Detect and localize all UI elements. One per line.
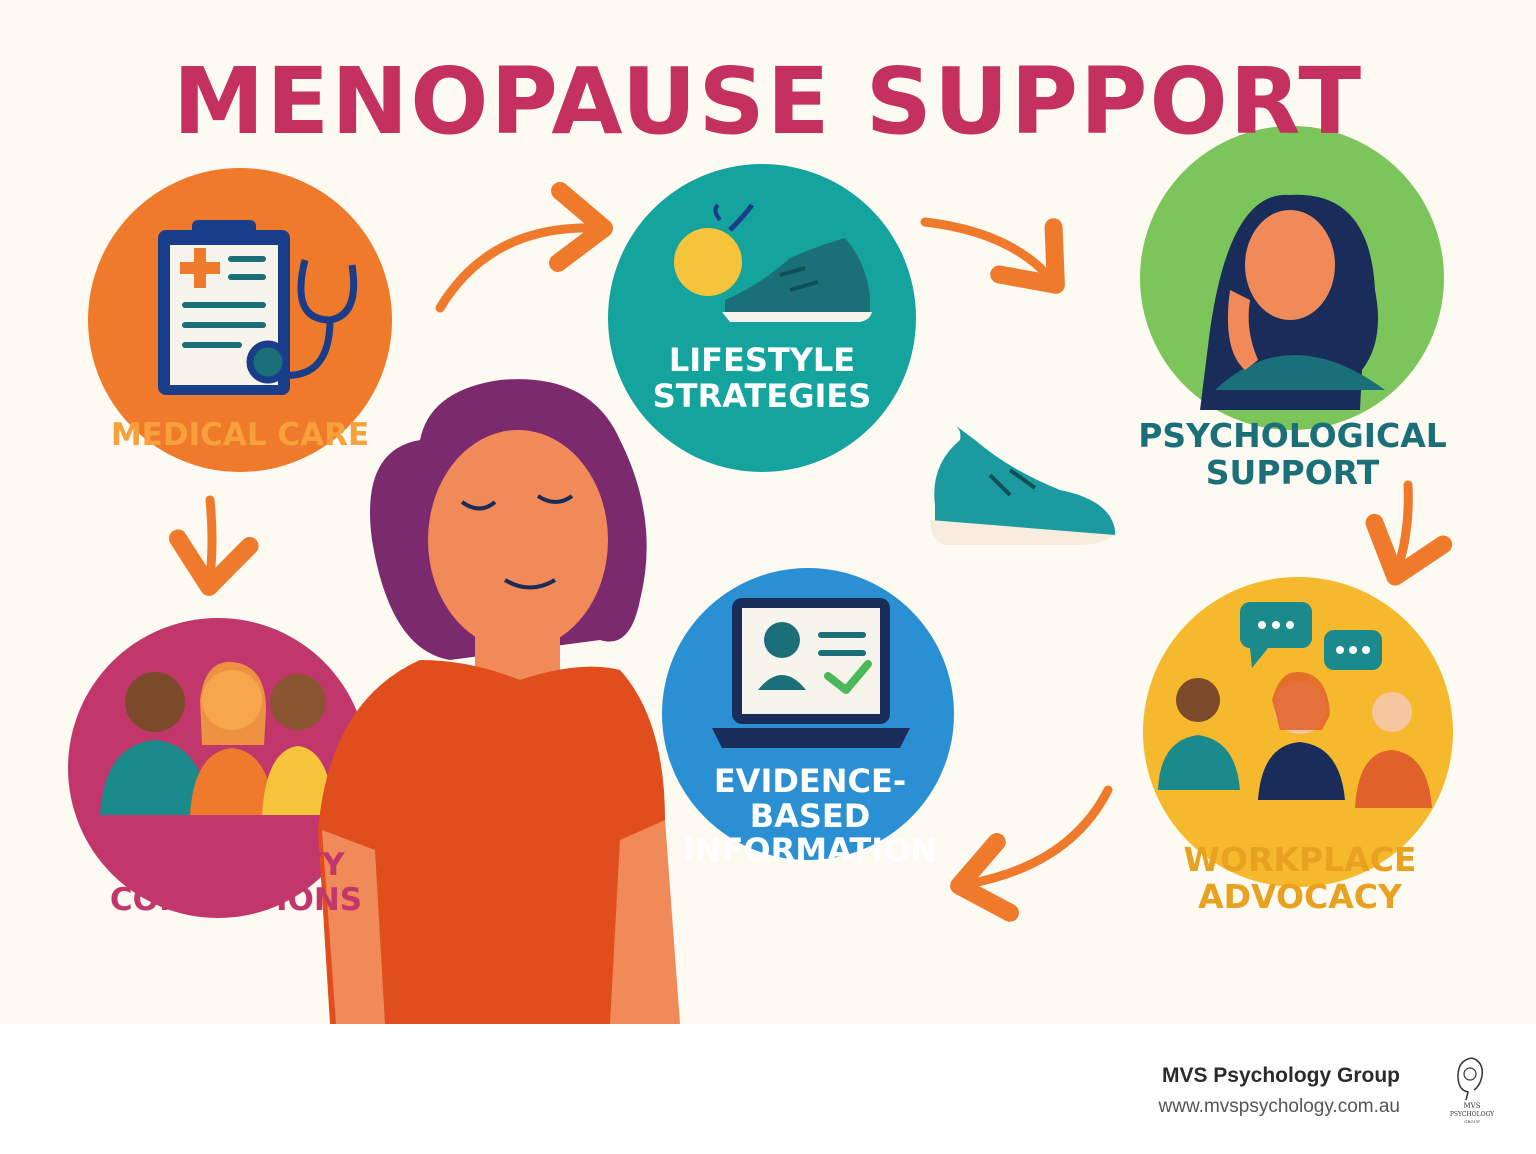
svg-text:GROUP: GROUP: [1464, 1119, 1480, 1124]
flow-arrows: [168, 182, 1453, 922]
arm-left: [322, 830, 385, 1024]
label-evidence-based-information: EVIDENCE- BASED INFORMATION: [682, 762, 938, 870]
poster: MENOPAUSE SUPPORT MEDICAL CARE LIFESTYLE…: [0, 0, 1536, 1024]
community-circle: [68, 618, 368, 918]
apple-icon: [674, 203, 755, 296]
arrow-medical-to-lifestyle: [435, 182, 613, 313]
footer: MVS Psychology Group www.mvspsychology.c…: [0, 1024, 1536, 1154]
arrow-medical-to-community: [168, 495, 259, 596]
speech-bubble-icon: [1240, 602, 1382, 670]
checkmark-icon: [824, 660, 872, 694]
website-link[interactable]: www.mvspsychology.com.au: [1158, 1096, 1400, 1117]
floating-sneaker-icon: [930, 425, 1115, 545]
group-people-icon: [100, 661, 334, 815]
woman-thinking-icon: [1200, 194, 1390, 410]
brand-block: MVS Psychology Group www.mvspsychology.c…: [1159, 1064, 1400, 1118]
label-psychological-support: PSYCHOLOGICAL SUPPORT: [1138, 416, 1447, 492]
svg-text:PSYCHOLOGY: PSYCHOLOGY: [1450, 1111, 1495, 1118]
label-workplace-advocacy: WORKPLACE ADVOCACY: [1183, 840, 1417, 916]
lifestyle-circle: [608, 164, 916, 472]
workplace-circle: [1143, 577, 1453, 887]
label-lifestyle-strategies: LIFESTYLE STRATEGIES: [652, 341, 872, 415]
neck: [475, 630, 560, 680]
arrow-workplace-to-evidence: [950, 785, 1113, 922]
psychological-circle: [1140, 126, 1444, 430]
sneaker-icon: [722, 238, 872, 322]
body: [318, 660, 665, 1024]
mvs-logo-icon: MVS PSYCHOLOGY GROUP: [1450, 1057, 1495, 1124]
brand-name: MVS Psychology Group: [1161, 1064, 1400, 1087]
svg-text:MVS: MVS: [1463, 1102, 1480, 1110]
laptop-profile-icon: [712, 598, 910, 748]
evidence-circle: [662, 568, 954, 860]
arrow-psychological-to-workplace: [1365, 480, 1453, 586]
face: [428, 430, 608, 650]
medical-care-circle: [88, 168, 392, 472]
label-community-connections: COMMUNITY CONNECTIONS: [109, 847, 363, 918]
page-title: MENOPAUSE SUPPORT: [172, 48, 1364, 155]
central-woman-illustration: [318, 379, 680, 1024]
label-medical-care: MEDICAL CARE: [110, 417, 370, 453]
stethoscope-icon: [246, 259, 358, 384]
illustration: [68, 126, 1453, 1024]
arrow-lifestyle-to-psychological: [920, 217, 1065, 294]
people-meeting-icon: [1158, 671, 1432, 808]
arm-right: [610, 820, 680, 1024]
